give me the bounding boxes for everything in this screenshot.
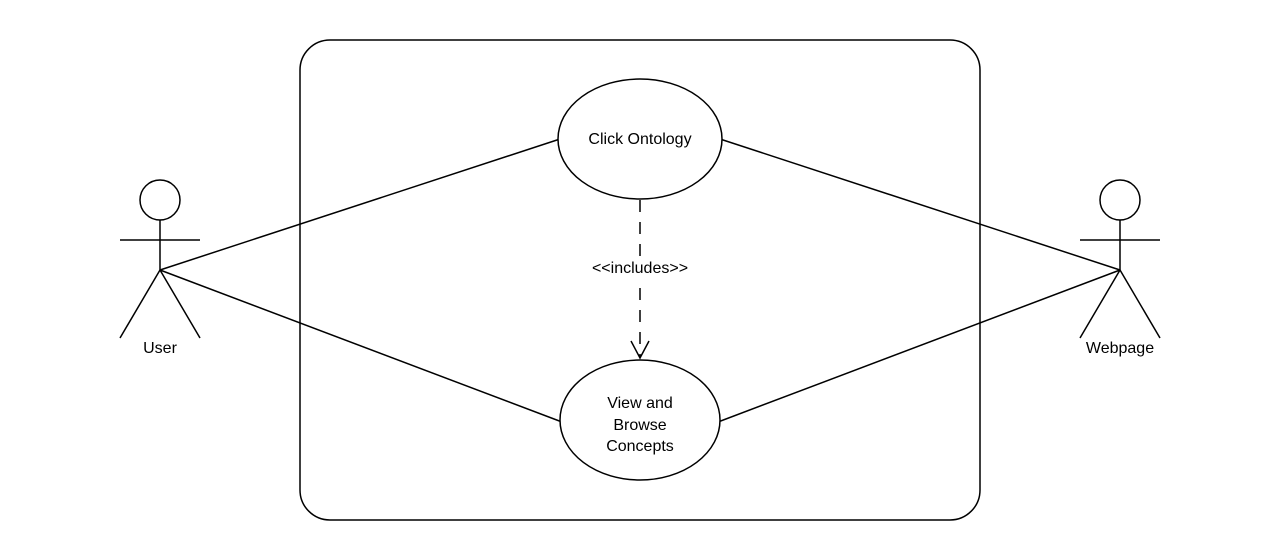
- use-case-view-browse-label-line-1: View and: [607, 395, 673, 412]
- actor-webpage-icon: [1079, 179, 1161, 339]
- include-label-bg: [582, 256, 698, 280]
- include-arrowhead: [630, 340, 650, 360]
- system-boundary: [299, 39, 981, 521]
- actor-user[interactable]: User: [119, 179, 201, 357]
- association-user-view-browse: [159, 269, 563, 423]
- actor-user-right-leg: [159, 269, 201, 339]
- include-label: <<includes>>: [592, 260, 688, 277]
- actor-user-icon: [119, 179, 201, 339]
- actor-webpage-left-leg: [1079, 269, 1121, 339]
- use-case-view-browse-concepts[interactable]: View and Browse Concepts: [559, 359, 721, 481]
- use-case-view-browse-ellipse: [559, 359, 721, 481]
- use-case-click-ontology[interactable]: Click Ontology: [557, 78, 723, 200]
- association-webpage-click-ontology: [719, 138, 1121, 271]
- actor-user-head: [139, 179, 181, 221]
- actor-webpage-head: [1099, 179, 1141, 221]
- association-webpage-view-browse: [717, 269, 1121, 423]
- association-user-click-ontology: [159, 138, 561, 271]
- include-dependency: <<includes>>: [582, 200, 698, 360]
- use-case-view-browse-label-line-2: Browse: [613, 417, 666, 434]
- actor-webpage-label: Webpage: [1086, 340, 1154, 357]
- actor-webpage[interactable]: Webpage: [1079, 179, 1161, 357]
- use-case-click-ontology-ellipse: [557, 78, 723, 200]
- use-case-view-browse-label-line-3: Concepts: [606, 438, 674, 455]
- actor-webpage-right-leg: [1119, 269, 1161, 339]
- actor-user-left-leg: [119, 269, 161, 339]
- actor-user-label: User: [143, 340, 177, 357]
- use-case-click-ontology-label: Click Ontology: [588, 131, 691, 148]
